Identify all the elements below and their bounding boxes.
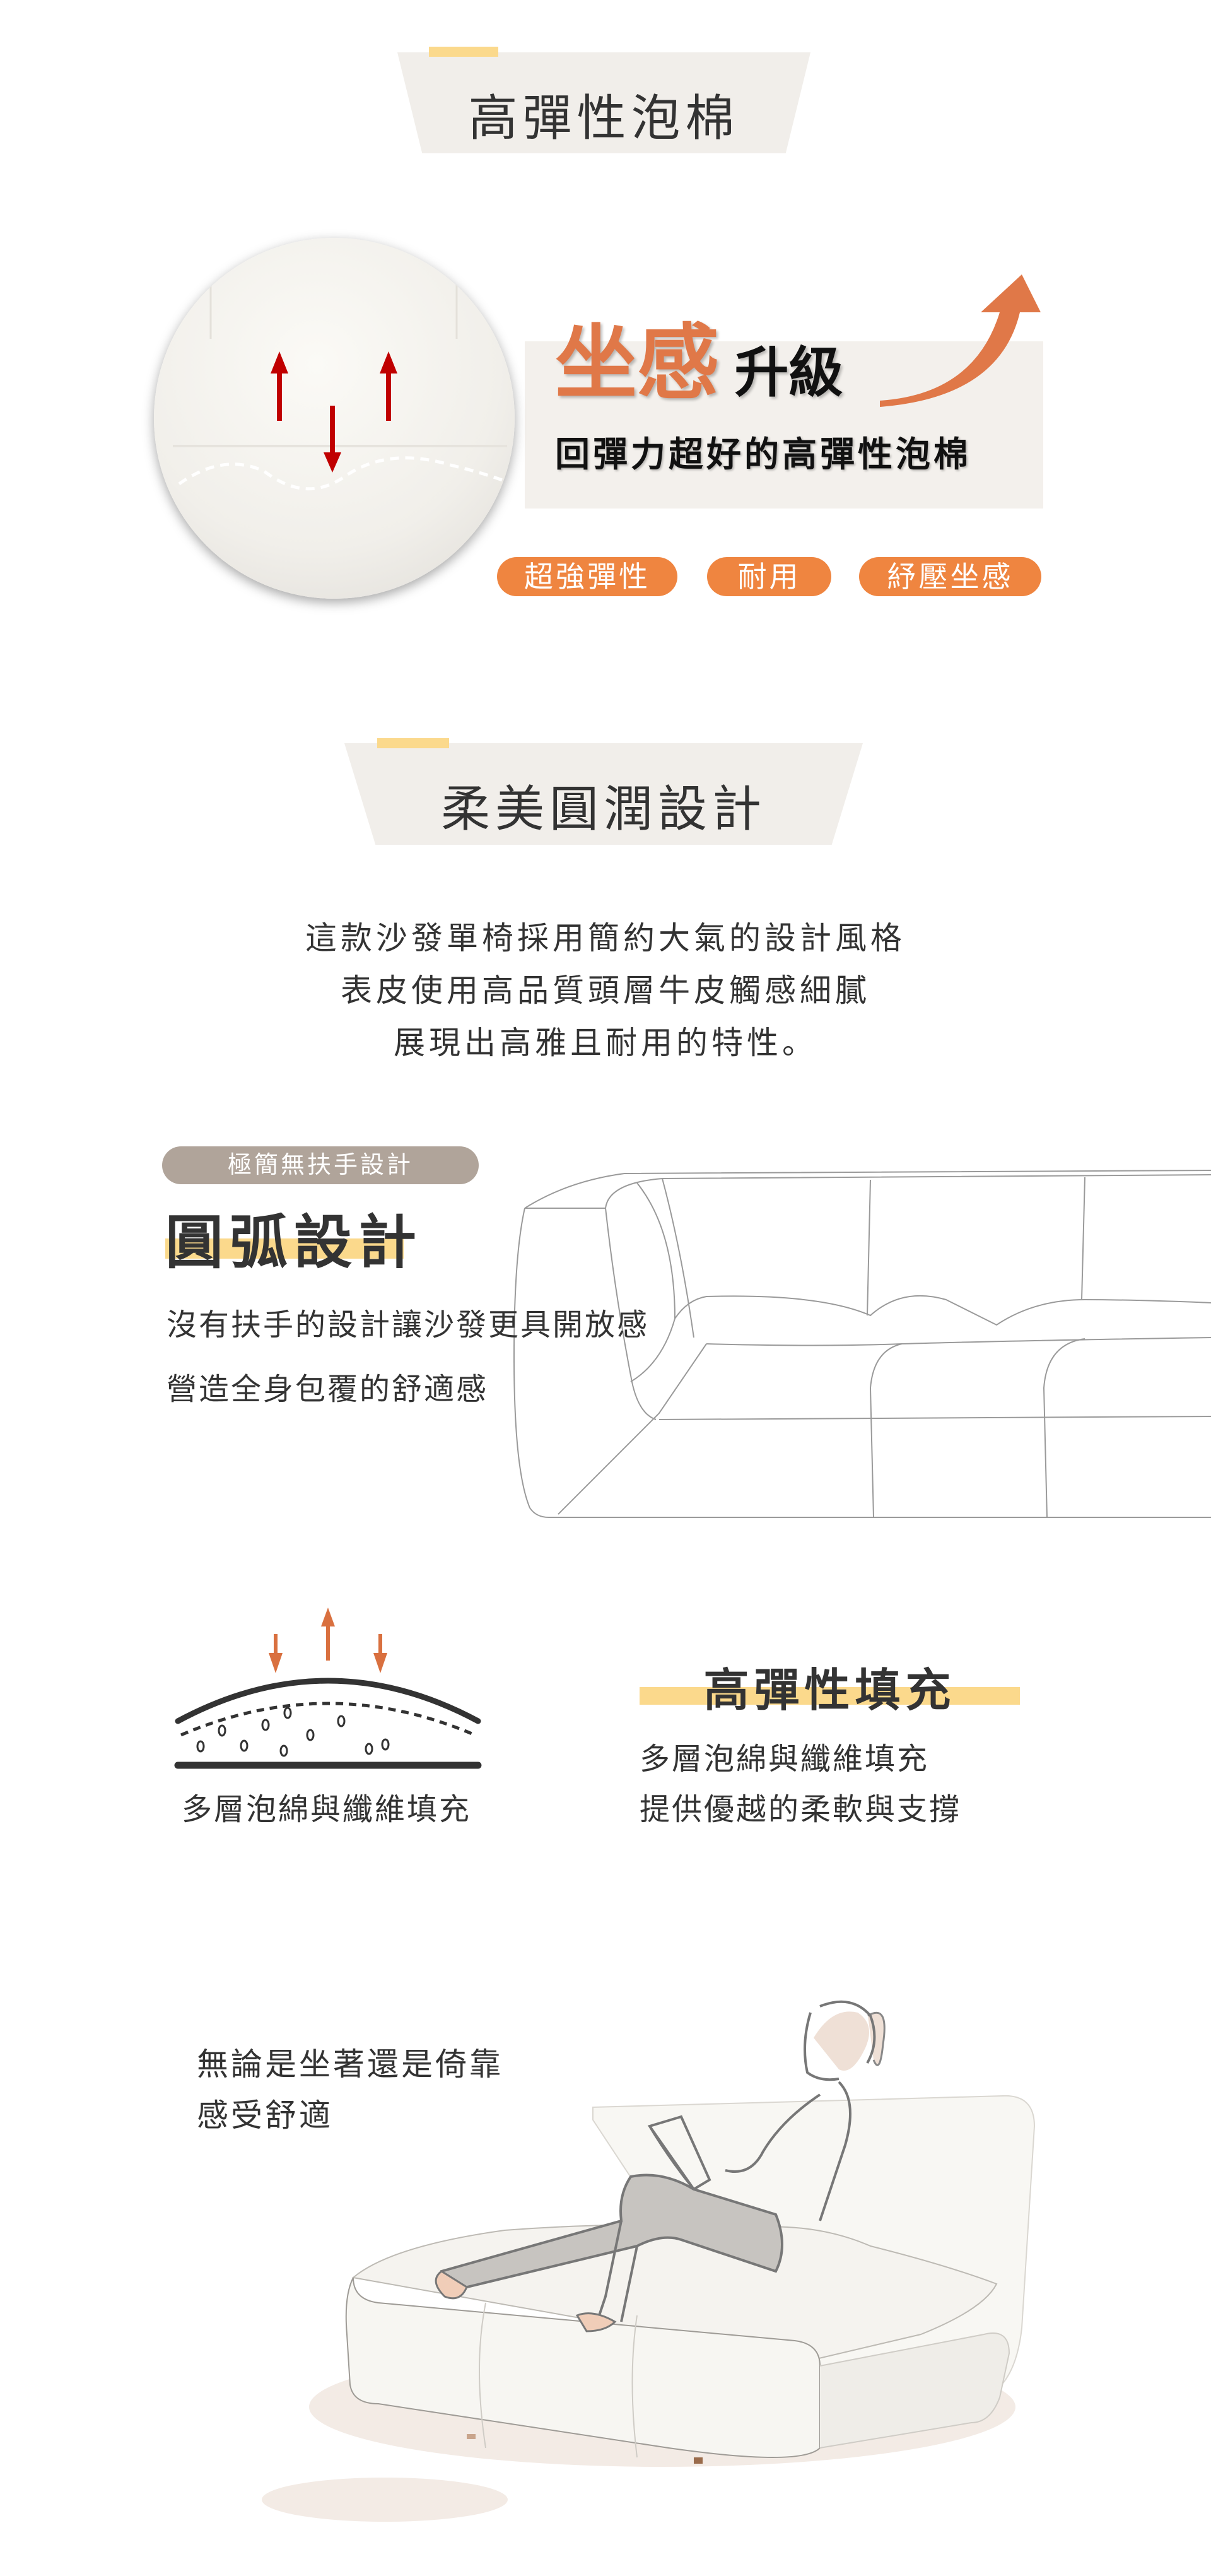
tag-pill: 超強彈性	[497, 557, 677, 596]
tag-pill: 耐用	[707, 557, 831, 596]
description-line: 表皮使用高品質頭層牛皮觸感細膩	[341, 973, 870, 1008]
description-line: 無論是坐著還是倚靠	[197, 2047, 503, 2082]
section-title: 高彈性泡棉	[468, 90, 740, 146]
chair-with-woman-illustration	[262, 2000, 1036, 2522]
feature-tag-label: 極簡無扶手設計	[227, 1152, 413, 1179]
title-banner	[344, 743, 863, 845]
arrow-up-icon	[380, 351, 397, 421]
floor-shadow	[262, 2478, 508, 2522]
section-title: 柔美圓潤設計	[440, 781, 766, 837]
woman-reading-line-drawing	[435, 2000, 886, 2332]
description-line: 展現出高雅且耐用的特性。	[394, 1025, 817, 1061]
foam-layers-icon	[174, 1608, 482, 1769]
arrow-down-icon	[324, 406, 341, 473]
sofa-line-drawing	[513, 1170, 1211, 1518]
description-line: 沒有扶手的設計讓沙發更具開放感	[167, 1309, 650, 1342]
headline-rest: 升級	[734, 343, 843, 403]
icon-caption: 多層泡綿與纖維填充	[182, 1793, 472, 1826]
section-title: 高彈性填充	[703, 1666, 956, 1716]
armless-chair	[345, 2095, 1036, 2464]
headline: 坐感 升級	[555, 297, 843, 415]
beige-band	[525, 341, 1043, 509]
tag-pill: 紓壓坐感	[859, 557, 1041, 596]
arrow-up-icon	[271, 351, 288, 421]
title-banner	[397, 52, 810, 153]
arrow-up-icon	[321, 1608, 335, 1661]
trend-arrow-icon	[880, 274, 1041, 407]
title-accent-bar	[429, 47, 498, 57]
compression-curve	[178, 456, 505, 491]
description-line: 多層泡綿與纖維填充	[640, 1743, 930, 1776]
description-line: 營造全身包覆的舒適感	[167, 1373, 489, 1406]
subtitle: 回彈力超好的高彈性泡棉	[555, 435, 972, 474]
section-title: 圓弧設計	[165, 1211, 423, 1275]
description-line: 這款沙發單椅採用簡約大氣的設計風格	[305, 920, 906, 956]
foam-closeup-image	[154, 238, 515, 599]
title-highlight	[640, 1687, 1020, 1705]
description-line: 提供優越的柔軟與支撐	[640, 1793, 962, 1826]
feature-tag	[162, 1146, 479, 1184]
title-accent-bar	[377, 738, 449, 748]
description-line: 感受舒適	[197, 2098, 333, 2133]
foam-diagram	[173, 282, 507, 491]
title-highlight	[165, 1238, 404, 1259]
arrow-down-icon	[269, 1634, 283, 1673]
headline-accent: 坐感	[555, 317, 720, 409]
arrow-down-icon	[373, 1634, 387, 1673]
